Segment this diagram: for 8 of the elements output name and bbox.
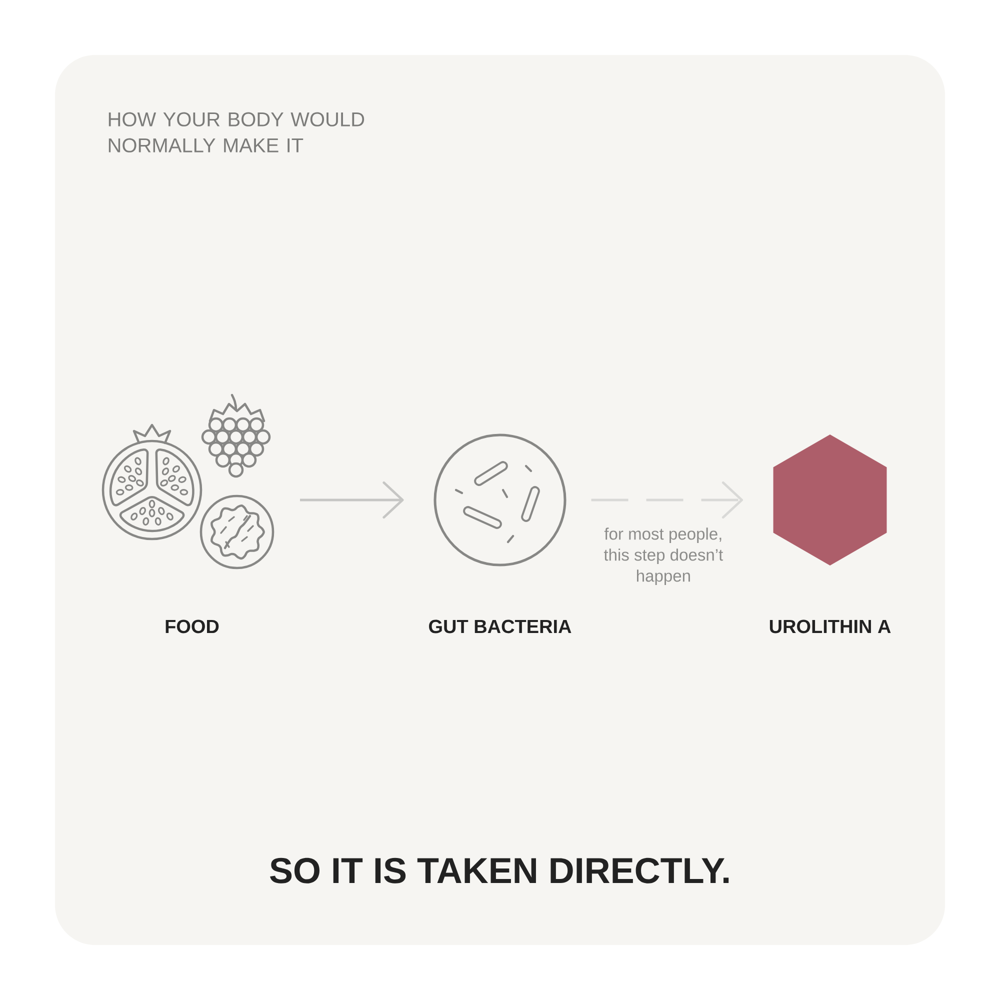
arrow [300,481,404,519]
caption: SO IT IS TAKEN DIRECTLY. [270,858,729,884]
node-label: UROLITHIN A [770,620,891,634]
node-label: GUT BACTERIA [429,620,572,634]
heading: HOW YOUR BODY WOULD NORMALLY MAKE IT [108,112,364,152]
edge-label: for most people, this step doesn’t happen [597,526,730,586]
dashed-arrow [591,481,743,519]
node-label: FOOD [166,620,219,634]
